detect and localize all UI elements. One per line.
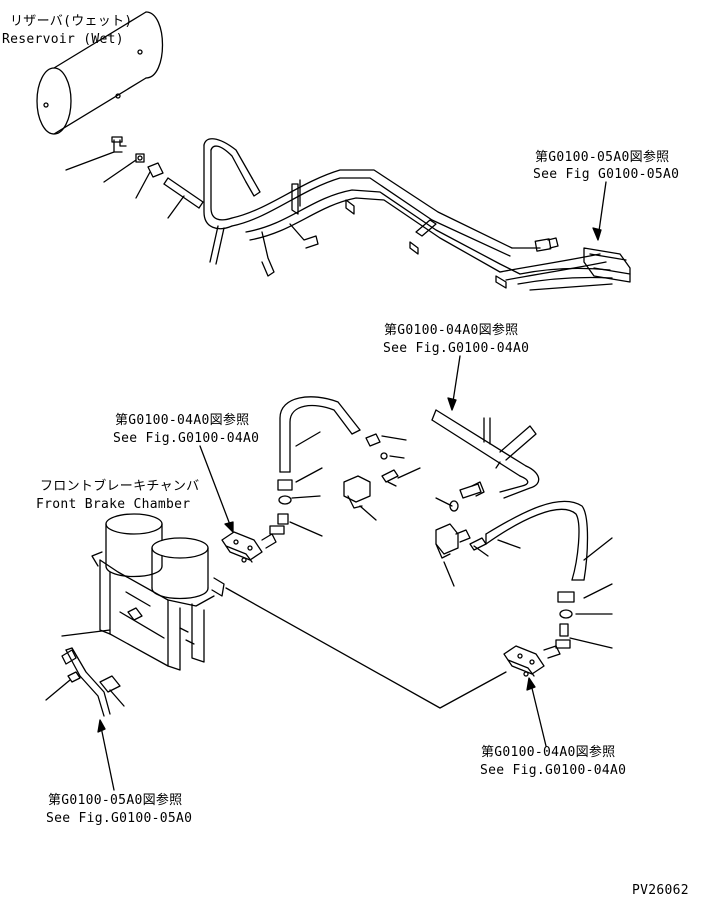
connection-line [225, 587, 507, 709]
leader-lines-lower-left [45, 679, 125, 707]
front-brake-chamber [91, 513, 225, 671]
ref-04a0-upper-jp: 第G0100-04A0図参照 [384, 323, 519, 338]
leader-lines-center [289, 431, 421, 537]
arrow-ref-05a0-top [592, 181, 607, 241]
front-chamber-label-en: Front Brake Chamber [36, 497, 191, 512]
ref-04a0-lower-en: See Fig.G0100-04A0 [480, 763, 627, 778]
ref-04a0-left-en: See Fig.G0100-04A0 [113, 431, 260, 446]
ref-05a0-top-jp: 第G0100-05A0図参照 [535, 150, 670, 165]
lower-left-pipe [61, 629, 121, 717]
leader-lines-top-left [65, 151, 185, 219]
reservoir-label-en: Reservoir (Wet) [2, 32, 124, 47]
arrow-ref-04a0-lower [526, 677, 547, 747]
arrow-ref-04a0-left [199, 445, 234, 533]
ref-05a0-top-en: See Fig G0100-05A0 [533, 167, 680, 182]
upper-right-valve-assembly [431, 409, 589, 649]
ref-05a0-bottom-en: See Fig.G0100-05A0 [46, 811, 193, 826]
reservoir-label-jp: リザーバ(ウェット) [10, 14, 133, 29]
ref-04a0-upper-en: See Fig.G0100-04A0 [383, 341, 530, 356]
drawing-number: PV26062 [632, 883, 689, 898]
upper-pipe-harness [203, 138, 631, 291]
front-chamber-label-jp: フロントブレーキチャンバ [40, 479, 200, 494]
ref-05a0-bottom-jp: 第G0100-05A0図参照 [48, 793, 183, 808]
ref-04a0-lower-jp: 第G0100-04A0図参照 [481, 745, 616, 760]
ref-04a0-left-jp: 第G0100-04A0図参照 [115, 413, 250, 428]
reservoir-tank [36, 11, 164, 135]
center-valve-assembly [269, 396, 399, 535]
tank-fittings [111, 136, 204, 209]
leader-lines-right [435, 497, 613, 649]
relay-valve-lower-right [503, 645, 561, 677]
relay-valve-left [221, 531, 277, 563]
arrow-ref-05a0-bottom [97, 719, 115, 791]
arrow-ref-04a0-upper [447, 355, 461, 411]
